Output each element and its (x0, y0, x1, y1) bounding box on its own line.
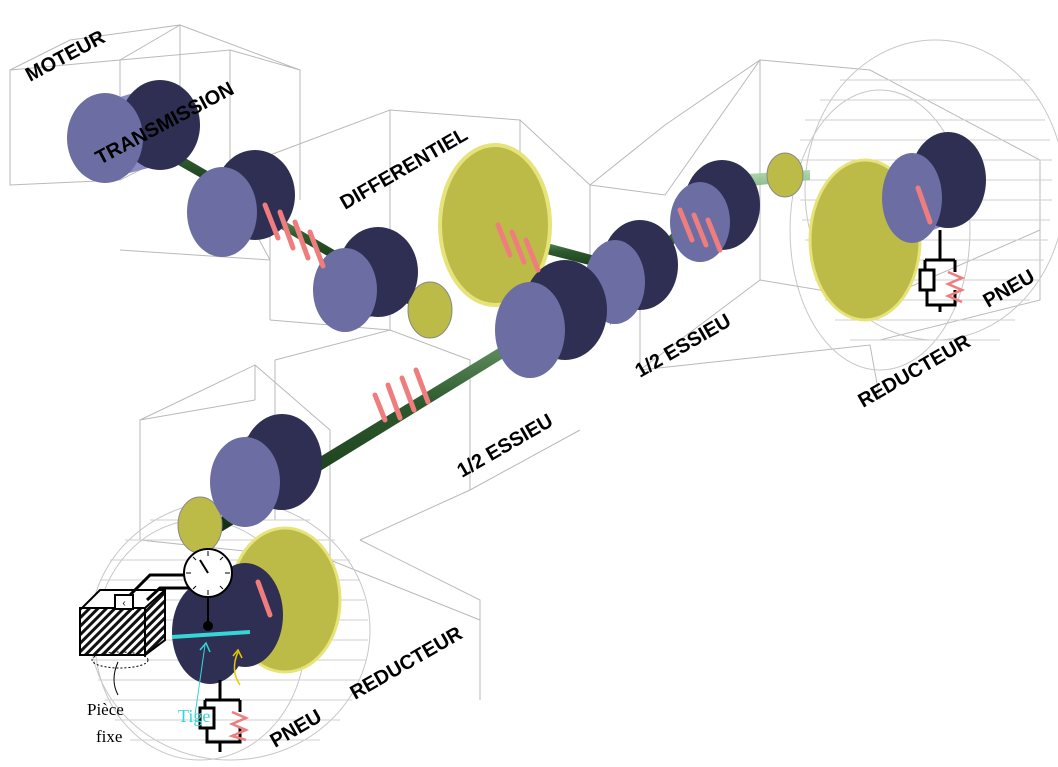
fixed-part-leader (114, 662, 118, 695)
label-essieu-top: 1/2 ESSIEU (632, 310, 735, 382)
axle-top-disc-2 (670, 160, 760, 262)
label-piece-fixe-1: Pièce (87, 700, 124, 719)
right-pinion (767, 153, 803, 197)
label-tige: Tige (178, 706, 210, 726)
transmission-disc (187, 150, 295, 257)
diff-pinion (408, 282, 452, 338)
label-piece-fixe-2: fixe (96, 727, 122, 746)
lower-axle-disc (210, 414, 322, 527)
diff-disc (313, 227, 418, 332)
label-pneu-left: PNEU (267, 705, 326, 752)
svg-text:‹: ‹ (122, 598, 125, 609)
label-moteur: MOTEUR (22, 26, 109, 86)
label-reducteur-right: REDUCTEUR (855, 330, 975, 412)
label-essieu-bottom: 1/2 ESSIEU (454, 410, 557, 482)
label-pneu-right: PNEU (980, 265, 1039, 312)
label-reducteur-left: REDUCTEUR (347, 622, 467, 704)
